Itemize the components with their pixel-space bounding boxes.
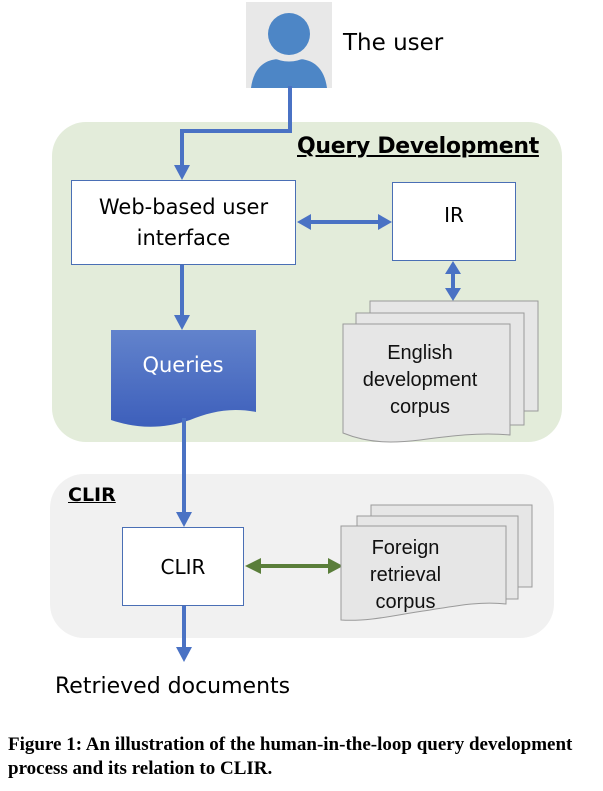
foreign-corpus-stack [340,504,533,621]
web-ui-node: Web-based user interface [71,180,296,265]
web-ui-label-line1: Web-based user [98,194,269,219]
queries-document [111,330,256,427]
retrieved-documents-label: Retrieved documents [55,674,291,699]
english-corpus-label: English development corpus [345,340,495,421]
english-corpus-line2: development [362,369,478,391]
clir-node: CLIR [122,527,244,606]
ir-node: IR [392,182,516,261]
arrow-clir-to-retrieved [176,606,192,662]
ir-label: IR [444,203,464,227]
arrow-user-to-web-ui [174,86,292,180]
arrow-queries-to-clir [176,418,192,527]
clir-node-label: CLIR [160,554,206,579]
arrow-ir-english-corpus [445,261,461,301]
foreign-corpus-line1: Foreign [371,537,440,559]
foreign-corpus-line2: retrieval [369,564,442,586]
english-corpus-stack [342,300,539,443]
foreign-corpus-line3: corpus [375,591,436,613]
clir-region-title: CLIR [68,484,116,506]
arrow-clir-foreign-corpus [245,558,343,574]
queries-label: Queries [142,353,224,377]
english-corpus-line3: corpus [389,396,451,418]
foreign-corpus-label: Foreign retrieval corpus [343,535,468,616]
user-avatar [246,2,332,88]
arrow-web-ui-ir [297,214,392,230]
query-development-title: Query Development [297,134,539,159]
english-corpus-line1: English [387,342,453,364]
person-icon [251,13,327,88]
web-ui-label-line2: interface [136,225,231,250]
arrow-web-ui-to-queries [174,265,190,330]
figure-caption: Figure 1: An illustration of the human-i… [8,734,573,779]
user-label: The user [343,30,444,56]
